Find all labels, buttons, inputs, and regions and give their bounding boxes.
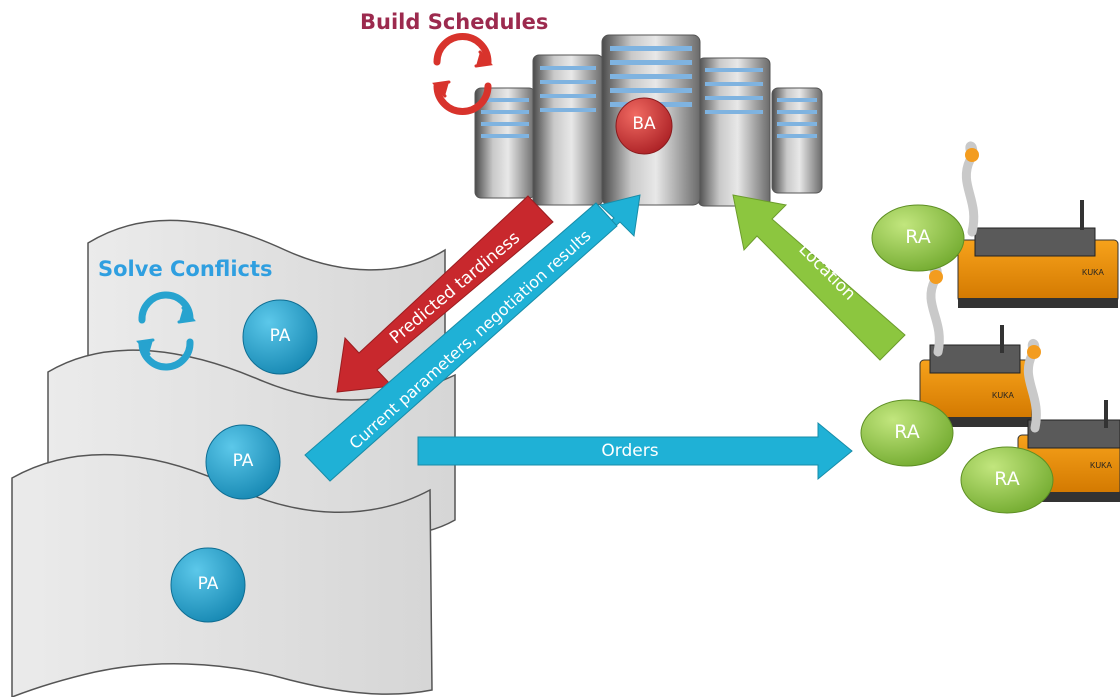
solve-conflicts-label: Solve Conflicts [98, 257, 273, 281]
server-cluster [474, 34, 823, 207]
pa-label: PA [269, 326, 291, 346]
build-schedules-label: Build Schedules [360, 10, 549, 34]
ra-circle-middle [860, 399, 954, 467]
robot-brand-text: KUKA [992, 391, 1014, 400]
robot: KUKA [957, 141, 1119, 308]
pa-label: PA [232, 451, 254, 471]
orders-label: Orders [601, 441, 659, 461]
arrow-orders [417, 421, 853, 481]
cycle-blue-icon [136, 291, 196, 371]
pa-circle-front [170, 547, 246, 623]
ba-label: BA [632, 114, 656, 134]
server-tower [474, 87, 536, 199]
pa-label: PA [197, 574, 219, 594]
arrow-location [732, 194, 906, 361]
ra-circle-bottom [960, 446, 1054, 514]
ra-label: RA [894, 421, 920, 443]
ba-circle [615, 97, 673, 155]
ra-circle-top [871, 204, 965, 272]
server-tower [771, 87, 823, 194]
cycle-red-icon [432, 33, 493, 115]
arrow-current-parameters-shaft [304, 202, 618, 482]
robot-brand-text: KUKA [1090, 461, 1112, 470]
server-tower [532, 54, 604, 206]
robot-brand-text: KUKA [1082, 268, 1104, 277]
pa-circle-middle [205, 424, 281, 500]
pa-circle-back [242, 299, 318, 375]
ra-label: RA [905, 226, 931, 248]
arrow-predicted-tardiness [336, 195, 554, 393]
ra-label: RA [994, 468, 1020, 490]
server-tower [697, 57, 771, 207]
